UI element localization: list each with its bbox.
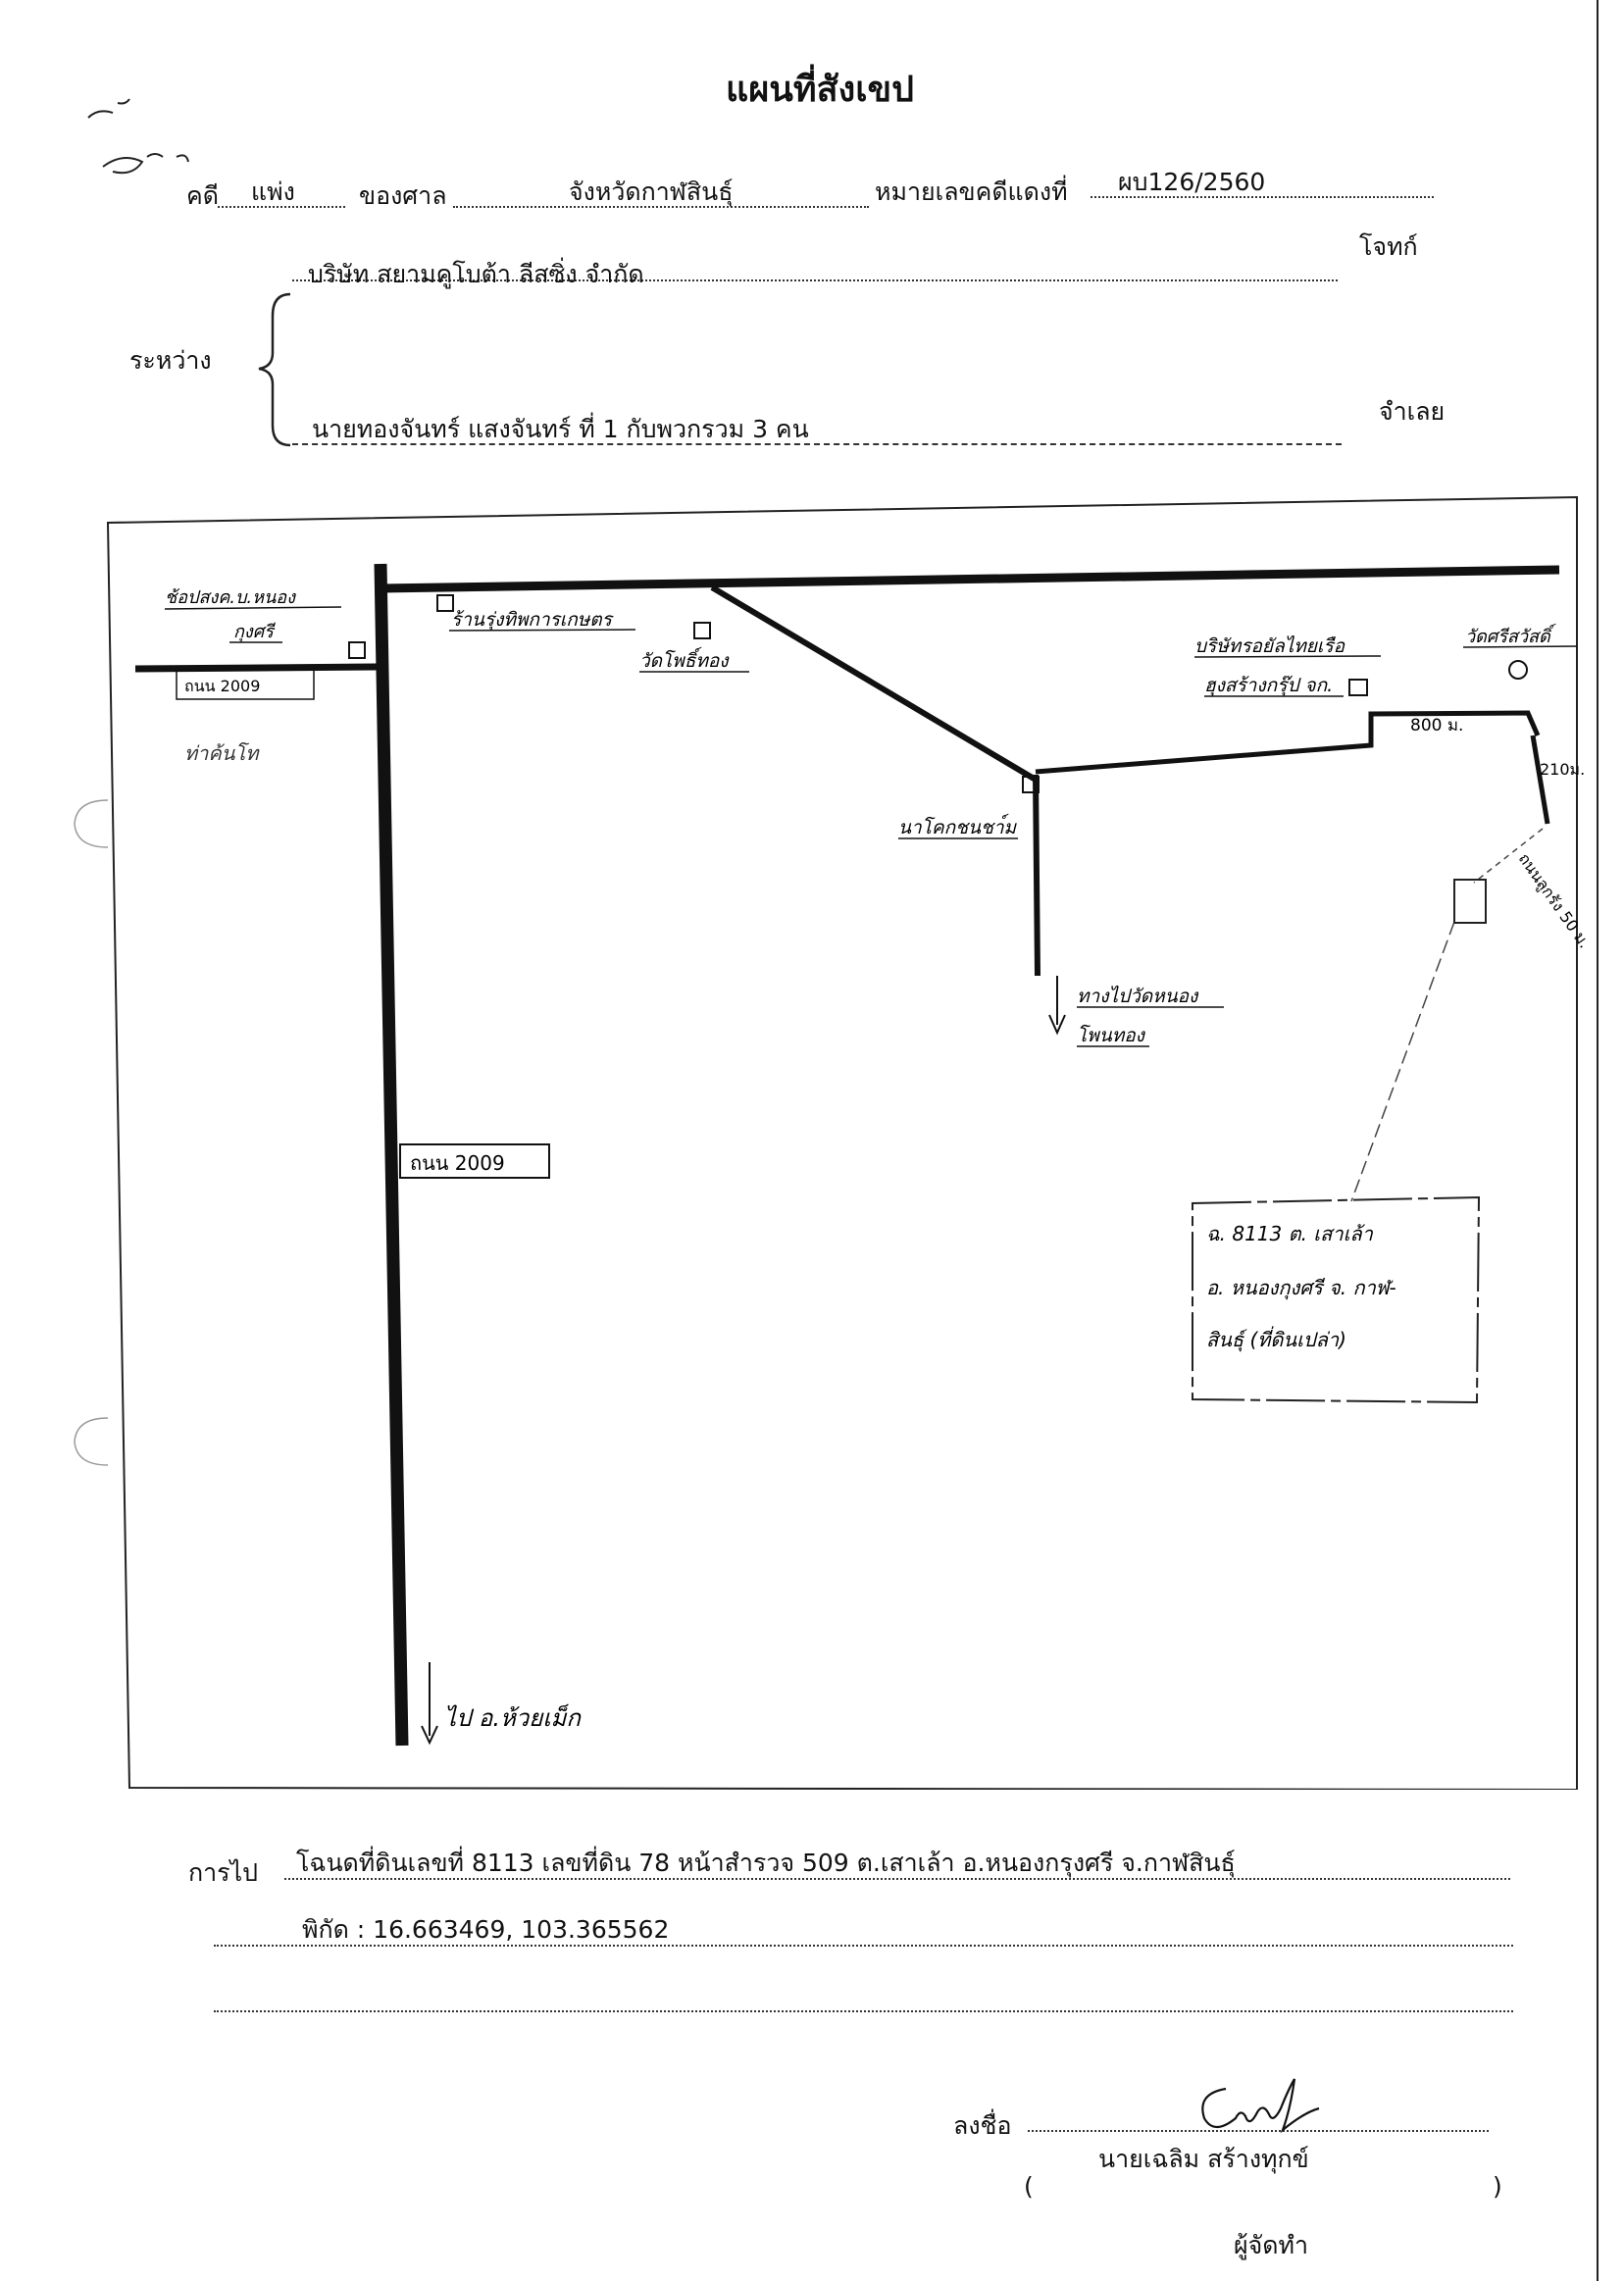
hole-punch-mark-2 <box>74 1417 109 1466</box>
defendant-dots <box>292 443 1342 445</box>
court-label: ของศาล <box>359 181 447 210</box>
dist-210-label: 210ม. <box>1540 760 1585 779</box>
plaintiff-dots <box>292 279 1338 281</box>
temple-icon <box>693 622 711 639</box>
store-icon <box>348 641 366 659</box>
to-district-label: ไป อ.ห้วยเม็ก <box>444 1703 582 1732</box>
company-label: บริษัทรอยัลไทยเรือ <box>1194 634 1346 657</box>
side-note: ท่าค้นโท <box>184 741 260 765</box>
case-type-value: แพ่ง <box>251 177 295 206</box>
temple-right-icon <box>1508 660 1528 680</box>
defendant-name: นายทองจันทร์ แสงจันทร์ ที่ 1 กับพวกรวม 3… <box>312 415 809 443</box>
handwritten-mark <box>87 98 189 175</box>
top-road-line <box>380 565 1560 593</box>
village-road-line <box>1033 774 1040 977</box>
route-label: การไป <box>188 1858 259 1887</box>
route-dots <box>284 1878 1510 1880</box>
parcel-line2: อ. หนองกุงศรี จ. กาฬ- <box>1206 1276 1396 1300</box>
map-frame <box>106 495 1578 1790</box>
red-number-dots <box>1091 196 1434 198</box>
parcel-line1: ฉ. 8113 ต. เสาเล้า <box>1206 1222 1374 1245</box>
shop-label: ร้านรุ่งทิพการเกษตร <box>451 609 615 631</box>
case-label: คดี <box>186 181 219 210</box>
case-type-dots <box>218 206 345 208</box>
dist-800-label: 800 ม. <box>1410 716 1463 735</box>
company-label-2: ฮุงสร้างกรุ๊ป จก. <box>1204 675 1333 696</box>
ditch-leader-line <box>1473 828 1544 884</box>
store-label: ช้อปสงค.บ.หนอง <box>165 587 296 608</box>
signer-name: นายเฉลิม สร้างทุกข์ <box>1098 2145 1309 2173</box>
district-arrow-icon <box>421 1725 438 1746</box>
coords-text: พิกัด : 16.663469, 103.365562 <box>302 1915 670 1944</box>
parcel-leader-line <box>1350 921 1455 1202</box>
east-road-line <box>1035 710 1541 775</box>
plaintiff-role: โจทก์ <box>1359 232 1418 261</box>
sign-dots <box>1028 2130 1489 2132</box>
top-road-label: ถนน 2009 <box>184 677 260 695</box>
court-name-value: จังหวัดกาฬสินธุ์ <box>569 177 734 206</box>
red-number-label: หมายเลขคดีแดงที่ <box>875 177 1068 206</box>
left-road-line <box>134 663 381 673</box>
store-label-2: กุงศรี <box>233 622 277 642</box>
coords-dots <box>214 1945 1513 1947</box>
shop-icon <box>436 594 454 612</box>
sketch-map: ถนน 2009 ถนน 2009 ช้อปสงค.บ.หนอง กุงศรี … <box>106 495 1595 1790</box>
between-label: ระหว่าง <box>129 346 212 375</box>
farm-label: นาโคกชนชา์ม <box>898 813 1018 838</box>
farm-icon <box>1022 776 1040 793</box>
main-road-line <box>374 563 409 1747</box>
defendant-role: จำเลย <box>1379 397 1446 426</box>
parcel-line3: สินธุ์ (ที่ดินเปล่า) <box>1206 1326 1346 1352</box>
extra-line-dots <box>214 2010 1513 2012</box>
page-edge-line <box>1597 0 1599 2281</box>
parties-brace <box>258 292 291 447</box>
company-icon <box>1348 679 1368 696</box>
role-label: ผู้จัดทำ <box>1234 2231 1309 2259</box>
sign-label: ลงชื่อ <box>953 2111 1012 2140</box>
temple-right-label: วัดศรีสวัสดิ์ <box>1465 623 1557 647</box>
parcel-info-box <box>1192 1195 1481 1404</box>
route-text: โฉนดที่ดินเลขที่ 8113 เลขที่ดิน 78 หน้าส… <box>296 1849 1236 1877</box>
paren-close: ) <box>1493 2172 1502 2201</box>
dist-50-label: ถนนลูกรัง 50 ม. <box>1514 849 1595 952</box>
parcel-marker <box>1453 879 1487 924</box>
signature-scribble <box>1201 2078 1320 2134</box>
south-branch-line <box>1530 735 1550 825</box>
village-arrow-icon <box>1048 1014 1066 1036</box>
to-village-label: ทางไปวัดหนอง <box>1077 985 1199 1007</box>
diagonal-road-line <box>710 584 1038 783</box>
court-name-dots <box>453 206 869 208</box>
plaintiff-name: บริษัท สยามคูโบต้า ลีสซิ่ง จำกัด <box>308 260 644 288</box>
to-village-label-2: โพนทอง <box>1077 1024 1146 1046</box>
paren-open: ( <box>1024 2172 1034 2201</box>
hole-punch-mark <box>74 799 109 848</box>
temple-label: วัดโพธิ์ทอง <box>639 646 730 672</box>
page-title: แผนที่สังเขป <box>726 70 914 110</box>
main-road-label: ถนน 2009 <box>410 1151 505 1175</box>
red-number-value: ผบ126/2560 <box>1118 168 1266 196</box>
